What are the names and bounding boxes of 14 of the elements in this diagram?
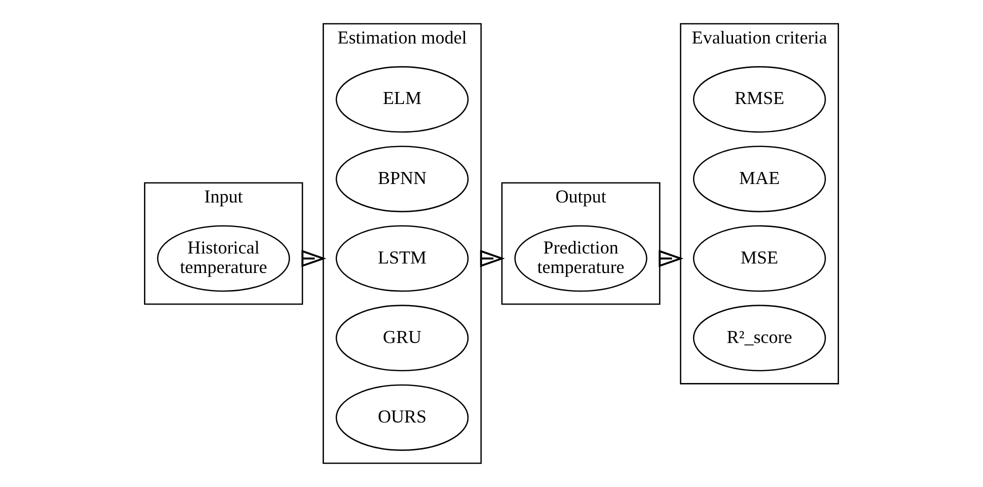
node-ellipse: GRU [336, 304, 469, 372]
arrow [480, 250, 505, 268]
node-ellipse: Historical temperature [157, 225, 290, 292]
arrow [658, 250, 684, 268]
node-ellipse: Prediction temperature [514, 225, 648, 292]
node-ellipse: MAE [692, 146, 826, 212]
node-ellipse: ELM [336, 66, 469, 133]
node-ellipse: BPNN [336, 146, 469, 212]
node-ellipse: OURS [336, 384, 469, 451]
node-ellipse: RMSE [692, 66, 826, 133]
node-ellipse: MSE [692, 225, 826, 292]
node-ellipse: R²_score [692, 304, 826, 372]
arrow [301, 250, 326, 268]
node-ellipse: LSTM [336, 225, 469, 292]
